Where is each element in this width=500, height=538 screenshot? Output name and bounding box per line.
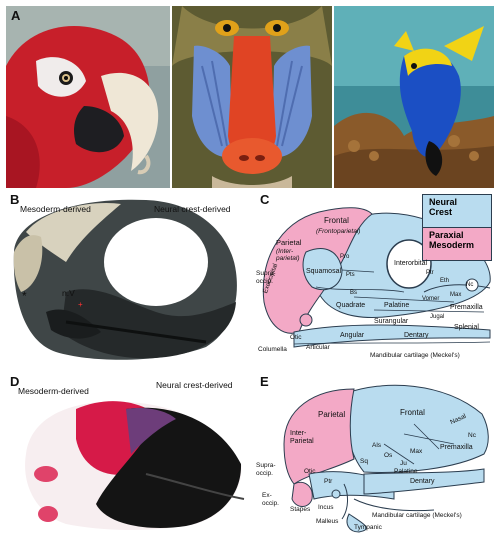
e-parietal: Parietal (318, 410, 345, 419)
macaw-photo (6, 6, 170, 188)
svg-text:+: + (78, 300, 83, 309)
panel-b-neural-crest-label: Neural crest-derived (154, 204, 231, 214)
e-dentary: Dentary (410, 478, 435, 485)
e-nc: Nc (468, 432, 476, 439)
legend-neural-crest-label: Neural Crest (429, 197, 457, 217)
svg-text:*: * (22, 289, 27, 303)
c-frontoparietal: (Frontoparietal) (316, 228, 360, 235)
e-ju: Ju (400, 460, 407, 467)
c-quadrate: Quadrate (336, 302, 365, 309)
e-ptr: Ptr (324, 478, 332, 485)
panel-c: C Neural Crest Paraxial Mesoderm Frontal… (254, 192, 494, 368)
c-vomer: Vomer (422, 296, 439, 302)
panel-b: * + B Mesoderm-derived Neural crest-deri… (6, 192, 250, 368)
legend-neural-crest: Neural Crest (422, 194, 492, 228)
e-exoccip: Ex- occip. (262, 492, 279, 508)
e-max: Max (410, 448, 422, 455)
c-surangular: Surangular (374, 318, 408, 325)
c-dentary: Dentary (404, 332, 429, 339)
c-jugal: Jugal (430, 314, 444, 320)
panel-e: E Parietal Frontal Nasal Nc Premaxilla I… (254, 374, 494, 534)
panel-d: D Mesoderm-derived Neural crest-derived (6, 374, 250, 534)
e-interparietal: Inter- Parietal (290, 430, 314, 446)
c-nc: Nc (466, 282, 473, 288)
fish-photo (334, 6, 494, 188)
legend-paraxial-mesoderm-label: Paraxial Mesoderm (429, 230, 474, 250)
c-articular: Articular (306, 344, 330, 351)
c-frontal: Frontal (324, 216, 349, 225)
c-max: Max (450, 292, 461, 298)
c-bs: Bs (350, 290, 357, 296)
panel-b-letter: B (10, 192, 19, 207)
e-mandibular: Mandibular cartilage (Meckel's) (372, 512, 462, 519)
c-premaxilla: Premaxilla (450, 304, 483, 311)
mandrill-photo (172, 6, 332, 188)
e-otic: Otic (304, 468, 316, 475)
e-tympanic: Tympanic (354, 524, 382, 531)
c-eth: Eth (440, 278, 449, 284)
c-pts: Pts (346, 272, 355, 278)
c-interparietal: (Inter- parietal) (276, 248, 299, 262)
panel-a-letter: A (11, 8, 20, 23)
c-mandibular: Mandibular cartilage (Meckel's) (370, 352, 460, 359)
e-incus: Incus (318, 504, 334, 511)
panel-b-mesoderm-label: Mesoderm-derived (20, 204, 91, 214)
e-als: Als (372, 442, 381, 449)
c-interorbital: Interorbital (394, 260, 427, 267)
e-sq: Sq (360, 458, 368, 465)
e-stapes: Stapes (290, 506, 310, 513)
c-columella: Columella (258, 346, 287, 353)
c-angular: Angular (340, 332, 364, 339)
panel-b-nerve-label: n.V (62, 288, 75, 298)
panel-d-neural-crest-label: Neural crest-derived (156, 380, 233, 390)
c-parietal: Parietal (276, 238, 301, 247)
c-squamosal: Squamosal (306, 268, 341, 275)
e-premaxilla: Premaxilla (440, 444, 473, 451)
stained-skull-b: * + (6, 192, 250, 368)
e-palatine: Palatine (394, 468, 418, 475)
e-frontal: Frontal (400, 408, 425, 417)
legend-paraxial-mesoderm: Paraxial Mesoderm (422, 227, 492, 261)
e-malleus: Malleus (316, 518, 338, 525)
panel-d-mesoderm-label: Mesoderm-derived (18, 386, 89, 396)
e-os: Os (384, 452, 392, 459)
panel-e-letter: E (260, 374, 269, 389)
e-supraoccip: Supra- occip. (256, 462, 276, 478)
c-pro: Pro (340, 254, 349, 260)
c-ptr: Ptr (426, 270, 434, 276)
stained-skull-d (6, 374, 250, 534)
panel-a: A (6, 6, 494, 188)
panel-c-letter: C (260, 192, 269, 207)
c-otic: Otic (290, 334, 302, 341)
c-palatine: Palatine (384, 302, 409, 309)
c-splenial: Splenial (454, 324, 479, 331)
